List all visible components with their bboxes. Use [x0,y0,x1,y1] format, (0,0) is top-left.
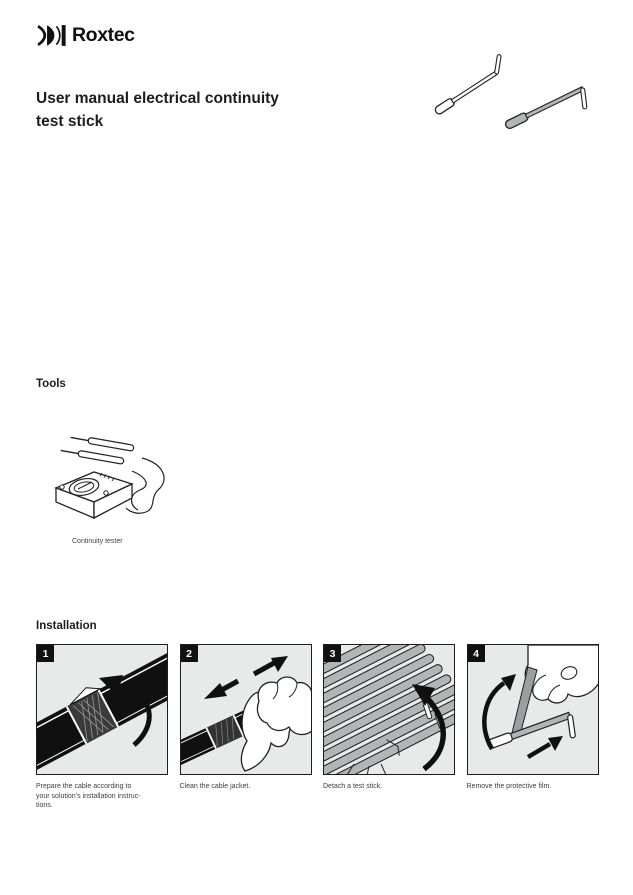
roxtec-logo: Roxtec [36,24,135,47]
continuity-tester-illustration [54,436,165,520]
installation-step-1: 1 [36,644,168,811]
step-number-badge: 2 [180,645,198,662]
test-sticks-illustration [434,54,588,130]
step-caption: Detach a test stick. [323,783,383,790]
step-4-panel: 4 [466,644,599,775]
remove-film-illustration [481,645,598,759]
cable-prepare-illustration [37,645,167,774]
step-caption: Remove the protective film. [466,783,552,790]
tools-heading: Tools [36,378,66,390]
roxtec-logo-icon [37,24,66,47]
installation-step-2: 2 [179,644,312,811]
step-number-badge: 3 [324,645,341,662]
installation-steps: 1 [36,644,599,811]
roxtec-logo-text: Roxtec [72,24,135,46]
step-caption: Clean the cable jacket. [179,783,251,790]
step-1-panel: 1 [36,644,168,775]
tools-caption: Continuity tester [72,538,123,545]
step-number-badge: 4 [467,645,485,662]
installation-step-3: 3 [323,644,455,811]
installation-heading: Installation [36,620,97,632]
page-title: User manual electrical continuity test s… [36,90,279,130]
step-3-panel: 3 [323,644,455,775]
detach-test-stick-illustration [324,645,454,774]
cable-clean-illustration [180,656,311,774]
step-2-panel: 2 [179,644,312,775]
step-number-badge: 1 [37,645,54,662]
step-caption: Prepare the cable according to your solu… [36,783,141,809]
installation-step-4: 4 [466,644,599,811]
